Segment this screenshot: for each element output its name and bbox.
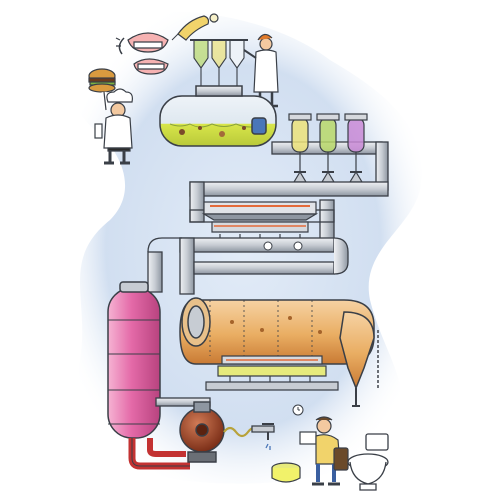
toilet-icon: [347, 433, 389, 491]
main-grey-pipe: [189, 181, 389, 245]
pump-feed-pipes: [128, 397, 211, 470]
scientist-icon: [171, 13, 279, 108]
gauge-icon: [263, 241, 303, 251]
stomach-vessel: [159, 85, 277, 147]
reader-icon: [299, 416, 349, 486]
teeth-icon: [115, 32, 169, 75]
tap-icon: [251, 423, 275, 450]
clock-icon: [292, 404, 304, 416]
test-tubes: [288, 113, 368, 183]
heating-grill: [201, 201, 319, 240]
heating-grill-lower: [205, 355, 339, 391]
intestine-inlet-pipe: [147, 237, 349, 295]
intestine-drum: [179, 297, 379, 407]
waste-bucket: [271, 462, 301, 483]
flask-icon: [190, 39, 248, 86]
burger-icon: [88, 68, 116, 93]
tank-icon: [107, 281, 161, 439]
chef-icon: [88, 68, 133, 165]
